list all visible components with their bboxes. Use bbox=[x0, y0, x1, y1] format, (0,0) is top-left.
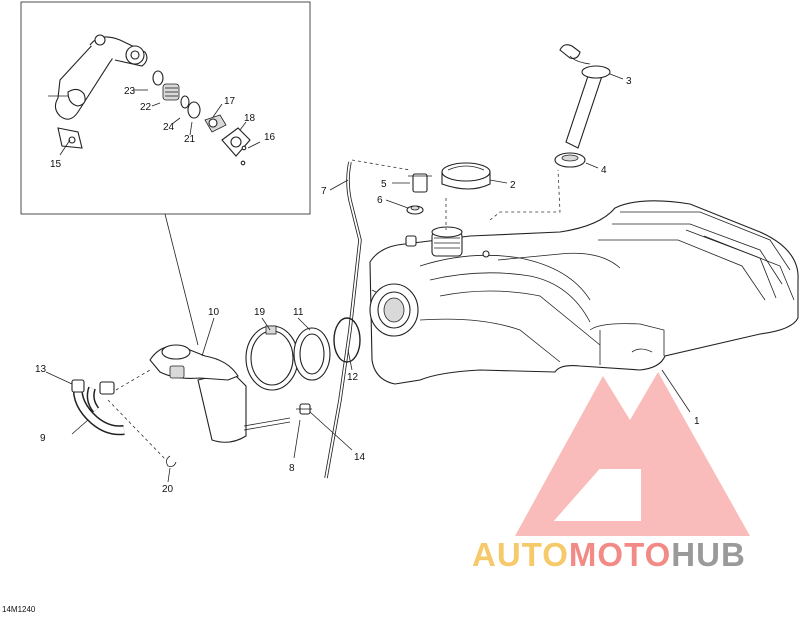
sender-grommet bbox=[554, 152, 586, 168]
callout-6: 6 bbox=[377, 195, 383, 206]
callout-10: 10 bbox=[208, 307, 220, 318]
callout-5: 5 bbox=[381, 179, 387, 190]
hose-fitting bbox=[296, 403, 312, 415]
callout-20: 20 bbox=[162, 484, 174, 495]
callout-24: 24 bbox=[163, 122, 175, 133]
fuel-level-sender bbox=[559, 44, 611, 149]
rollover-valve bbox=[408, 173, 432, 193]
callout-7: 7 bbox=[321, 186, 327, 197]
callout-16: 16 bbox=[264, 132, 276, 143]
inset-regulator bbox=[204, 114, 251, 166]
callout-2: 2 bbox=[510, 180, 516, 191]
callout-13: 13 bbox=[35, 364, 47, 375]
callout-23: 23 bbox=[124, 86, 136, 97]
callout-8: 8 bbox=[289, 463, 295, 474]
figure-code: 14M1240 bbox=[2, 605, 36, 614]
callout-3: 3 bbox=[626, 76, 632, 87]
callout-15: 15 bbox=[50, 159, 62, 170]
fuel-pump-module bbox=[149, 344, 291, 443]
watermark-text-auto: AUTO bbox=[472, 536, 569, 573]
tank-filler-neck bbox=[431, 226, 463, 257]
callout-11: 11 bbox=[293, 307, 304, 318]
callout-17: 17 bbox=[224, 96, 236, 107]
vent-hose bbox=[324, 161, 362, 479]
pump-gasket bbox=[333, 317, 361, 363]
callout-21: 21 bbox=[184, 134, 196, 145]
pump-clamp bbox=[245, 325, 299, 391]
valve-grommet bbox=[406, 205, 424, 215]
watermark-text-hub: HUB bbox=[671, 536, 746, 573]
callout-19: 19 bbox=[254, 307, 266, 318]
tank-vent-fitting bbox=[405, 235, 490, 258]
inset-pump-housing bbox=[48, 34, 148, 120]
fuel-tank bbox=[369, 200, 799, 385]
inset-bracket-15 bbox=[57, 127, 83, 149]
callout-22: 22 bbox=[140, 102, 152, 113]
detail-inset-frame bbox=[20, 1, 311, 215]
inset-o-rings bbox=[152, 70, 201, 119]
callout-4: 4 bbox=[601, 165, 607, 176]
fuel-hose bbox=[71, 379, 125, 436]
watermark-logo bbox=[515, 372, 750, 536]
tank-pump-opening bbox=[369, 283, 419, 337]
lock-ring bbox=[293, 327, 331, 381]
callout-14: 14 bbox=[354, 452, 366, 463]
fuel-cap bbox=[441, 162, 491, 190]
hose-clip bbox=[166, 455, 177, 467]
callout-9: 9 bbox=[40, 433, 46, 444]
watermark-text-moto: MOTO bbox=[568, 536, 672, 573]
watermark-text: AUTOMOTOHUB bbox=[472, 536, 746, 574]
callout-12: 12 bbox=[347, 372, 359, 383]
callout-1: 1 bbox=[694, 416, 700, 427]
callout-18: 18 bbox=[244, 113, 256, 124]
